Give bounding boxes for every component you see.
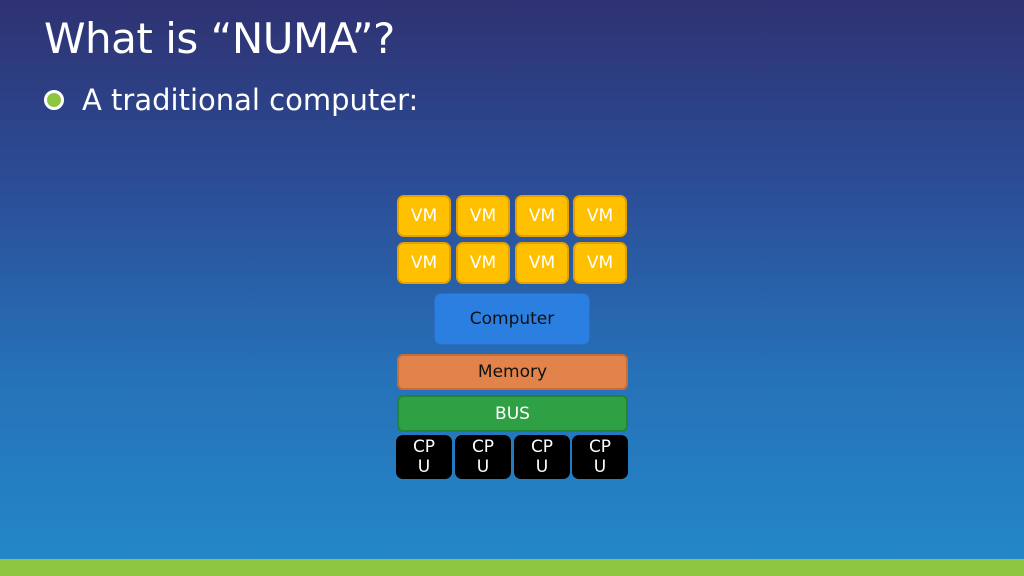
- slide-title: What is “NUMA”?: [44, 14, 395, 63]
- cpu-box: CPU: [514, 435, 570, 479]
- vm-box: VM: [456, 242, 510, 284]
- vm-box: VM: [573, 195, 627, 237]
- vm-box: VM: [515, 195, 569, 237]
- vm-box: VM: [397, 195, 451, 237]
- cpu-box: CPU: [572, 435, 628, 479]
- footer-accent-band: [0, 559, 1024, 576]
- cpu-box: CPU: [396, 435, 452, 479]
- bullet-dot-icon: [44, 90, 64, 110]
- memory-box: Memory: [397, 354, 628, 390]
- vm-box: VM: [573, 242, 627, 284]
- vm-box: VM: [397, 242, 451, 284]
- bullet-item: A traditional computer:: [44, 80, 418, 120]
- bus-box: BUS: [397, 395, 628, 432]
- computer-box: Computer: [434, 293, 590, 345]
- vm-box: VM: [456, 195, 510, 237]
- cpu-box: CPU: [455, 435, 511, 479]
- vm-box: VM: [515, 242, 569, 284]
- bullet-text: A traditional computer:: [82, 83, 419, 117]
